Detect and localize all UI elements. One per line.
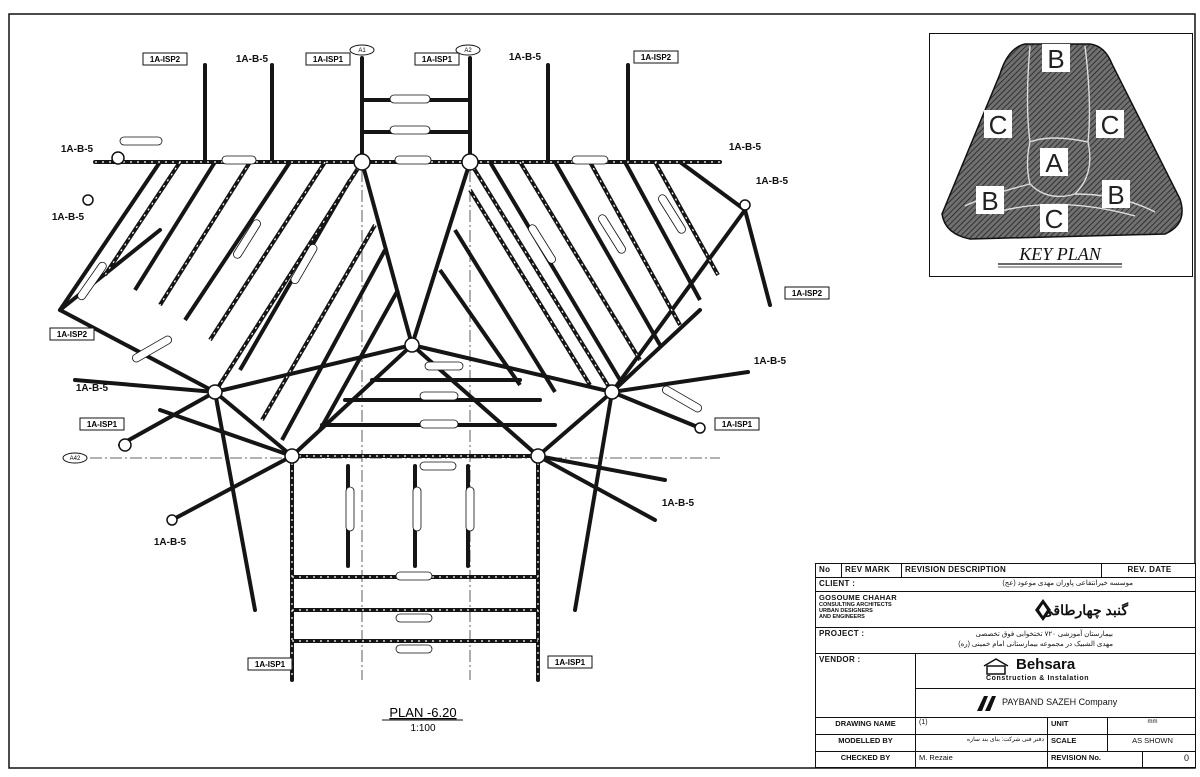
grid-bubbles: A1 A2 A42 xyxy=(62,44,481,464)
key-plan-zone-b-top: B xyxy=(1047,44,1064,74)
section-tag: 1A-B-5 xyxy=(754,356,787,367)
beam-tag: 1A-ISP1 xyxy=(722,420,753,429)
key-plan-zone-a: A xyxy=(1045,148,1063,178)
grid-bubble-a42: A42 xyxy=(70,456,81,462)
beam-dot-overlay xyxy=(95,161,720,680)
vendor2-block: PAYBAND SAZEH Company xyxy=(916,688,1195,718)
checked-by-label: CHECKED BY xyxy=(816,752,916,767)
section-tag: 1A-B-5 xyxy=(756,176,789,187)
vendor1-sub: Construction & Instalation xyxy=(986,675,1090,682)
section-tag: 1A-B-5 xyxy=(52,212,85,223)
vendor-label: VENDOR : xyxy=(816,654,916,717)
scale-value: AS SHOWN xyxy=(1132,736,1173,745)
key-plan-zone-b-left: B xyxy=(981,186,998,216)
beams-left-sector xyxy=(103,160,400,441)
beams-right-sector xyxy=(438,160,720,394)
key-plan-zone-c-left: C xyxy=(989,110,1008,140)
beam-label-ovals xyxy=(77,94,702,654)
sheet-border xyxy=(8,13,1196,769)
project-label: PROJECT : xyxy=(819,629,865,638)
title-block: No REV MARK REVISION DESCRIPTION REV. DA… xyxy=(815,563,1196,768)
plan-scale: 1:100 xyxy=(410,723,435,734)
architect-row: GOSOUME CHAHAR CONSULTING ARCHITECTS URB… xyxy=(816,592,1195,628)
beam-tag: 1A-ISP1 xyxy=(555,658,586,667)
vendor-row: VENDOR : Behsara Construction & Instalat… xyxy=(816,654,1195,718)
key-plan-zone-b-right: B xyxy=(1107,180,1124,210)
plan-title: PLAN -6.20 xyxy=(389,705,456,720)
section-tag: 1A-B-5 xyxy=(154,537,187,548)
beam-tag: 1A-ISP2 xyxy=(57,330,88,339)
beam-tags: 1A-ISP2 1A-ISP1 1A-ISP1 1A-ISP2 1A-ISP2 … xyxy=(49,50,830,671)
client-row: CLIENT : موسسه خیرانتفاعی پاوران مهدی مو… xyxy=(816,578,1195,592)
modelled-by-label: MODELLED BY xyxy=(816,735,916,751)
revision-label: REVISION No. xyxy=(1048,752,1143,767)
house-icon xyxy=(983,658,1009,675)
rev-description-header: REVISION DESCRIPTION xyxy=(902,564,1102,577)
modelled-by-row: MODELLED BY دفتر فنی شرکت: بنای بند سازه… xyxy=(816,735,1195,752)
beam-tag: 1A-ISP1 xyxy=(313,55,344,64)
architect-logo-text: گنبد چهارطاقی xyxy=(1041,602,1128,618)
client-label: CLIENT : xyxy=(819,579,856,588)
vendor2-name: PAYBAND SAZEH Company xyxy=(1002,697,1118,707)
column-nodes xyxy=(82,151,751,526)
revision-header-row: No REV MARK REVISION DESCRIPTION REV. DA… xyxy=(816,564,1195,578)
architect-sub2: URBAN DESIGNERS xyxy=(819,608,873,614)
project-line1: بیمارستان آموزشی ۷۲۰ تختخوابی فوق تخصصی xyxy=(975,631,1113,638)
drawing-name-row: DRAWING NAME (1) UNIT mm xyxy=(816,718,1195,735)
architect-logo-icon xyxy=(1035,599,1051,621)
vendor1-name: Behsara xyxy=(1016,656,1076,673)
architect-name: GOSOUME CHAHAR xyxy=(819,593,897,602)
key-plan-title: KEY PLAN xyxy=(1018,244,1102,264)
vendor1-block: Behsara Construction & Instalation xyxy=(916,654,1195,689)
section-tag: 1A-B-5 xyxy=(509,52,542,63)
beam-tag: 1A-ISP2 xyxy=(641,53,672,62)
unit-value: mm xyxy=(1147,719,1158,725)
payband-logo-icon xyxy=(977,696,996,711)
beam-tag: 1A-ISP2 xyxy=(792,289,823,298)
rev-date-header: REV. DATE xyxy=(1127,565,1172,574)
beam-tag: 1A-ISP1 xyxy=(255,660,286,669)
unit-label: UNIT xyxy=(1048,718,1108,734)
key-plan-zone-c-right: C xyxy=(1101,110,1120,140)
checked-by-value: M. Rezaie xyxy=(916,752,1048,767)
key-plan: B C C A B B C KEY PLAN xyxy=(929,33,1193,277)
project-line2: مهدی الشبیک در مجموعه بیمارستانی امام خم… xyxy=(958,641,1113,648)
section-tag: 1A-B-5 xyxy=(61,144,94,155)
beam-tag: 1A-ISP1 xyxy=(87,420,118,429)
beams-frame xyxy=(58,56,772,682)
grid-bubble-a1: A1 xyxy=(358,48,366,54)
client-value: موسسه خیرانتفاعی پاوران مهدی موعود (عج) xyxy=(1002,580,1133,587)
rev-no-header: No xyxy=(816,564,842,577)
section-tag: 1A-B-5 xyxy=(662,498,695,509)
rev-mark-header: REV MARK xyxy=(842,564,902,577)
key-plan-graphic: B C C A B B C KEY PLAN xyxy=(941,43,1183,268)
grid-bubble-a2: A2 xyxy=(464,48,472,54)
beam-tag: 1A-ISP1 xyxy=(422,55,453,64)
architect-sub1: CONSULTING ARCHITECTS xyxy=(819,602,892,608)
section-tags: 1A-B-5 1A-B-5 1A-B-5 1A-B-5 1A-B-5 1A-B-… xyxy=(52,52,789,548)
project-row: PROJECT : بیمارستان آموزشی ۷۲۰ تختخوابی … xyxy=(816,628,1195,654)
section-tag: 1A-B-5 xyxy=(76,383,109,394)
modelled-by-value: دفتر فنی شرکت: بنای بند سازه xyxy=(916,735,1048,751)
checked-by-row: CHECKED BY M. Rezaie REVISION No. 0 xyxy=(816,752,1195,767)
beam-tag: 1A-ISP2 xyxy=(150,55,181,64)
drawing-name-label: DRAWING NAME xyxy=(816,718,916,734)
revision-value: 0 xyxy=(1183,753,1189,763)
architect-sub3: AND ENGINEERS xyxy=(819,614,865,620)
key-plan-zone-c-bottom: C xyxy=(1045,204,1064,234)
section-tag: 1A-B-5 xyxy=(729,142,762,153)
scale-label: SCALE xyxy=(1048,735,1108,751)
drawing-name-value: (1) xyxy=(916,718,1048,734)
section-tag: 1A-B-5 xyxy=(236,54,269,65)
